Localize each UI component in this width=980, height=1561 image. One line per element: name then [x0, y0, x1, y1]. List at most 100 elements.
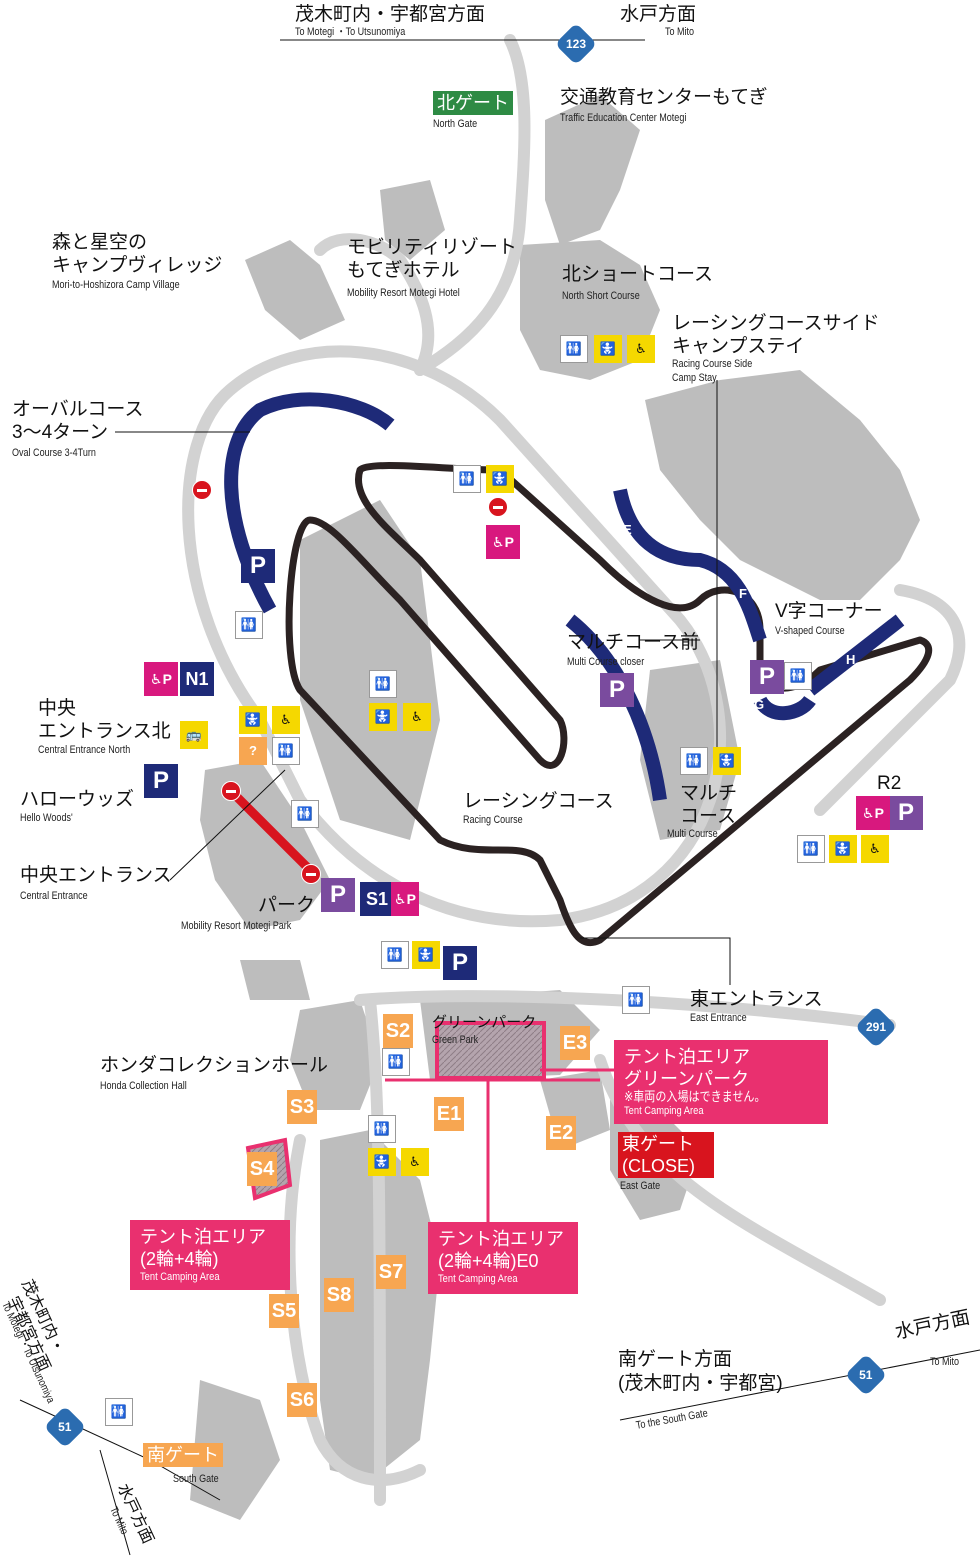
accessible-parking-r2: ♿P [856, 796, 890, 830]
no-entry-icon [301, 864, 321, 884]
course-section-g [753, 695, 816, 721]
south-gate-en: South Gate [173, 1473, 219, 1485]
v-corner-en: V-shaped Course [775, 625, 845, 637]
hotel-label-1: モビリティリゾート [347, 237, 517, 258]
zone-s4: S4 [247, 1152, 277, 1186]
west-south-patch [240, 960, 310, 1000]
camp-stay-area [645, 370, 920, 600]
nursing-room-icon: 🚼 [713, 747, 741, 775]
traffic-center-en: Traffic Education Center Motegi [560, 112, 687, 124]
hotel-area [380, 180, 445, 260]
nursing-room-icon: 🚼 [369, 703, 397, 731]
green-park-label: グリーンパーク [432, 1014, 537, 1031]
racing-course-track [285, 462, 933, 946]
course-letter-h: H [846, 652, 856, 667]
restroom-icon: 🚻 [622, 986, 650, 1014]
east-entrance-label: 東エントランス [690, 989, 823, 1010]
restroom-icon: 🚻 [369, 670, 397, 698]
south-road-line [619, 1349, 980, 1421]
course-section-e-f [613, 488, 767, 643]
central-north-label-1: 中央 [38, 698, 77, 719]
zone-s2: S2 [383, 1014, 413, 1048]
moto-parking-g: P [750, 660, 784, 694]
restroom-icon: 🚻 [291, 800, 319, 828]
traffic-center-area [545, 95, 640, 245]
green-park-tent-zone [435, 1021, 546, 1080]
moto-parking-park: P [321, 878, 355, 912]
hello-woods-en: Hello Woods' [20, 812, 73, 824]
dir-mito: 水戸方面 [620, 4, 697, 25]
central-entrance-en: Central Entrance [20, 890, 88, 902]
north-gate-label: 北ゲート [433, 91, 513, 115]
racing-course-label: レーシングコース [463, 791, 614, 812]
north-short-course-area [520, 240, 660, 380]
east-gate-close: (CLOSE) [622, 1156, 696, 1176]
multi-course-label-2: コース [680, 806, 737, 827]
central-entrance-label: 中央エントランス [20, 865, 172, 886]
pink-link-line [385, 1068, 620, 1225]
zone-s5: S5 [269, 1294, 299, 1328]
restroom-icon: 🚻 [560, 335, 588, 363]
restroom-icon: 🚻 [797, 835, 825, 863]
tent-s4-jp2: (2輪+4輪) [140, 1249, 219, 1269]
wheelchair-icon: ♿ [861, 835, 889, 863]
racing-course-en: Racing Course [463, 814, 523, 826]
course-letter-f: F [739, 586, 747, 601]
camp-stay-label-1: レーシングコースサイド [672, 313, 880, 334]
tent-e0-jp2: (2輪+4輪)E0 [438, 1251, 539, 1271]
information-icon: ? [239, 737, 267, 765]
oval-course-3-4-turn [224, 392, 395, 614]
dir-south-gate: 南ゲート方面 [618, 1349, 733, 1370]
multi-course-label-1: マルチ [680, 783, 738, 804]
restroom-icon: 🚻 [235, 611, 263, 639]
park-label: パーク [258, 895, 316, 916]
camp-village-area [245, 240, 345, 340]
restroom-icon: 🚻 [453, 465, 481, 493]
restroom-icon: 🚻 [381, 941, 409, 969]
bus-stop-icon: 🚌 [180, 721, 208, 749]
central-north-en: Central Entrance North [38, 744, 131, 756]
east-access-road [354, 990, 896, 1031]
accessible-parking-n1: ♿P [144, 662, 178, 696]
restroom-icon: 🚻 [382, 1048, 410, 1076]
moto-parking-r2: P [889, 796, 923, 830]
east-gate-jp: 東ゲート [622, 1134, 694, 1154]
dir-mito-southeast-en: To Mito [930, 1356, 960, 1368]
no-entry-icon [221, 781, 241, 801]
camp-stay-en-2: Camp Stay [672, 372, 717, 384]
nursing-room-icon: 🚼 [239, 706, 267, 734]
nursing-room-icon: 🚼 [368, 1148, 396, 1176]
tent-green-note: ※車両の入場はできません。 [624, 1089, 766, 1104]
oval-course-label-2: 3〜4ターン [12, 422, 109, 443]
dir-mito-en: To Mito [665, 26, 695, 38]
wheelchair-icon: ♿ [272, 706, 300, 734]
west-road-line-2 [99, 1449, 131, 1556]
east-gate-label: 東ゲート(CLOSE) [618, 1132, 714, 1178]
hello-woods-label: ハローウッズ [20, 789, 135, 810]
restroom-icon: 🚻 [784, 662, 812, 690]
parking-p-hello-woods: P [144, 764, 178, 798]
tent-green-jp2: グリーンパーク [624, 1069, 750, 1089]
north-short-course-label: 北ショートコース [562, 264, 714, 285]
central-north-label-2: エントランス北 [38, 721, 171, 742]
zone-s7: S7 [376, 1255, 406, 1289]
moto-parking-multi: P [600, 673, 634, 707]
lower-left-area [190, 1380, 280, 1520]
v-corner-label: V字コーナー [775, 601, 883, 622]
wheelchair-icon: ♿ [627, 335, 655, 363]
central-entrance-area [200, 760, 330, 930]
tent-area-e0: テント泊エリア (2輪+4輪)E0 Tent Camping Area [428, 1222, 578, 1294]
tent-area-s4: テント泊エリア (2輪+4輪) Tent Camping Area [130, 1220, 290, 1290]
parking-p-central: P [443, 946, 477, 980]
honda-collection-label: ホンダコレクションホール [100, 1055, 329, 1076]
traffic-center-label: 交通教育センターもてぎ [560, 87, 768, 108]
zone-e1: E1 [434, 1097, 464, 1131]
tent-s4-jp1: テント泊エリア [140, 1227, 266, 1247]
camp-stay-label-2: キャンプステイ [672, 336, 805, 357]
r2-label: R2 [877, 773, 902, 794]
hotel-en: Mobility Resort Motegi Hotel [347, 287, 460, 299]
nursing-room-icon: 🚼 [829, 835, 857, 863]
multi-course-en: Multi Course [667, 828, 718, 840]
